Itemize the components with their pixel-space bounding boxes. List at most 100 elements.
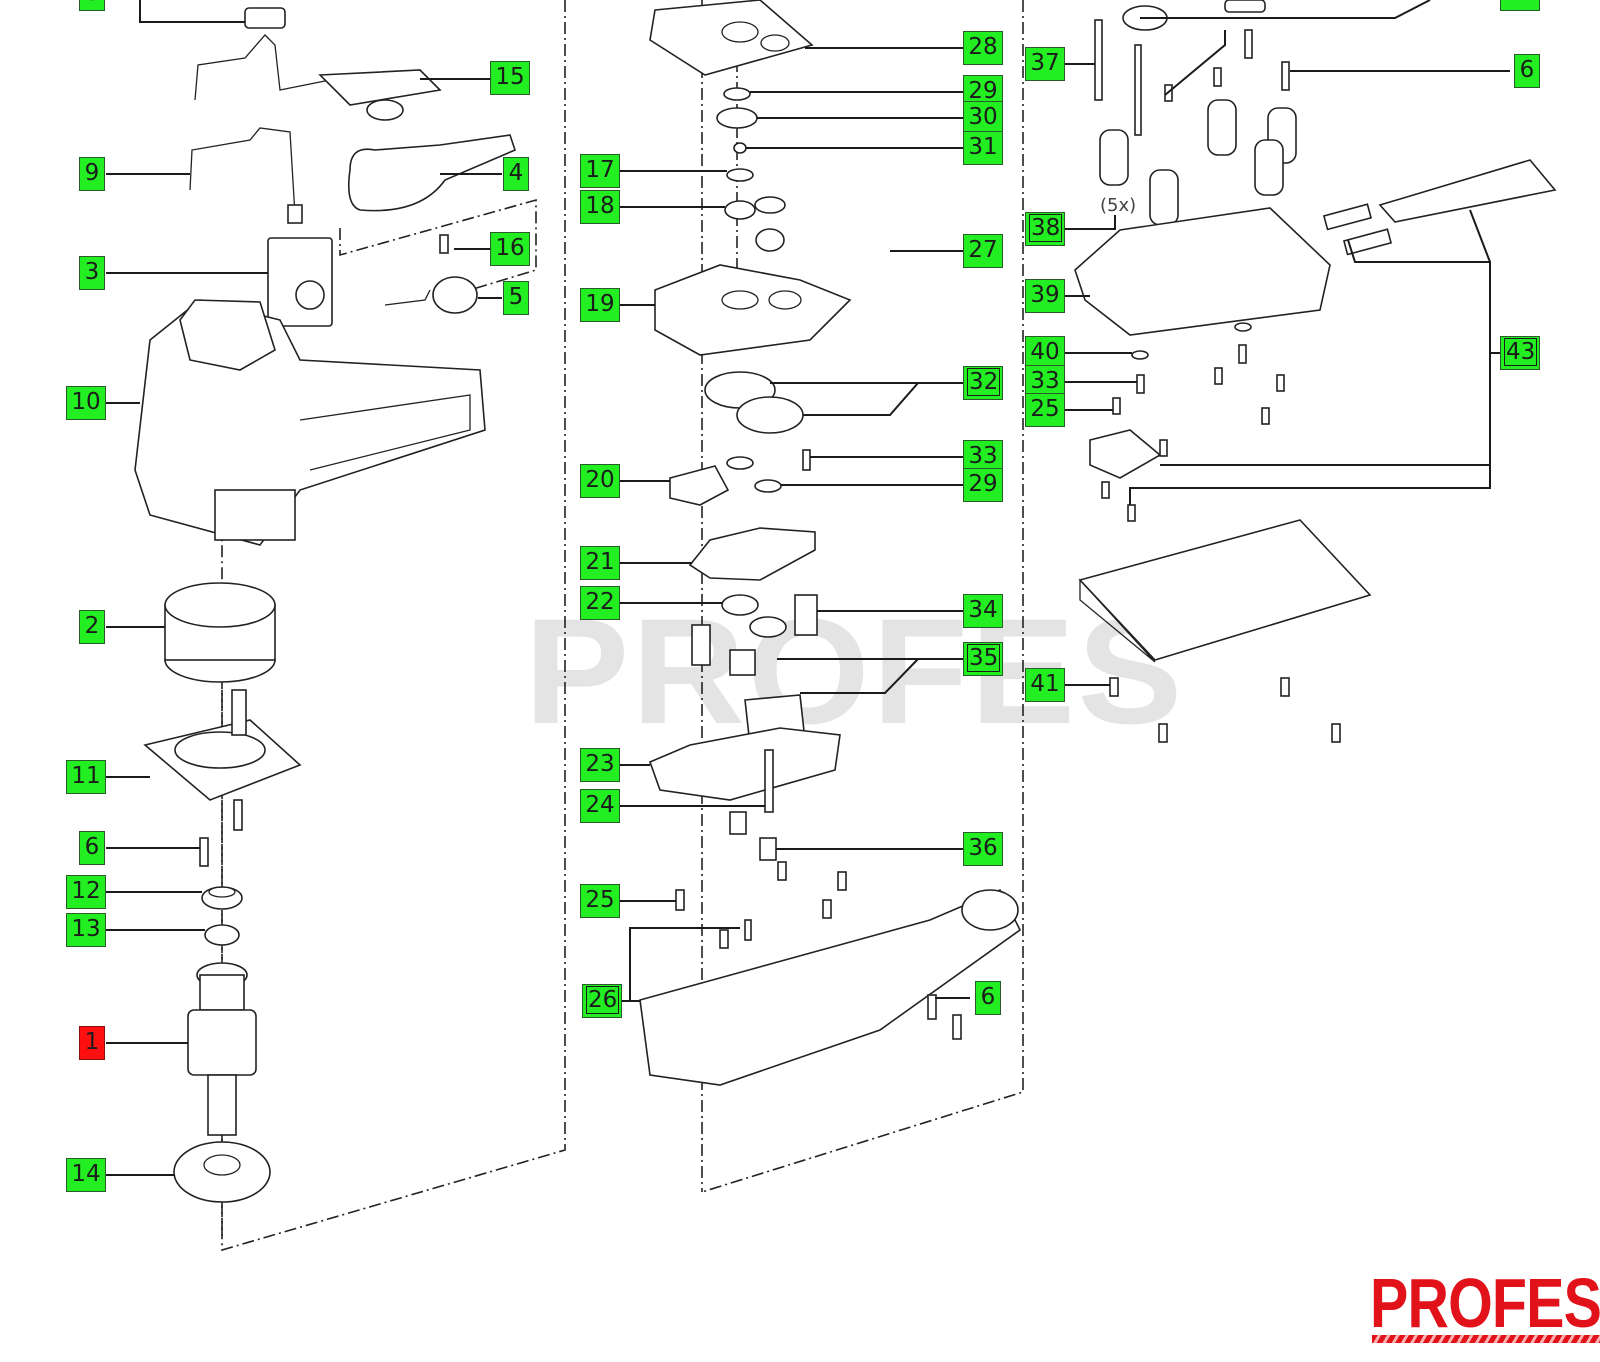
part-screws-25	[675, 861, 847, 949]
part-label-32[interactable]: 32	[963, 366, 1003, 400]
part-number: 14	[71, 1161, 101, 1187]
part-number: 28	[968, 34, 998, 60]
part-label-42[interactable]: 42	[1500, 0, 1540, 11]
part-bearing-13	[204, 924, 240, 946]
part-label-35[interactable]: 35	[963, 642, 1003, 676]
part-label-1[interactable]: 1	[79, 1026, 105, 1060]
part-number: 33	[968, 443, 998, 469]
part-label-26[interactable]: 26	[582, 984, 622, 1018]
part-label-12[interactable]: 12	[66, 875, 106, 909]
part-label-34[interactable]: 34	[963, 594, 1003, 628]
part-number: 25	[1030, 396, 1060, 422]
part-label-28[interactable]: 28	[963, 31, 1003, 65]
part-label-9[interactable]: 9	[79, 157, 105, 191]
guide-line-left	[221, 0, 566, 1252]
part-number: 4	[508, 160, 524, 186]
part-number: 5	[508, 284, 524, 310]
watermark: PROFES	[524, 587, 1185, 755]
part-label-2[interactable]: 2	[79, 610, 105, 644]
part-label-41[interactable]: 41	[1025, 668, 1065, 702]
part-number: 11	[71, 763, 101, 789]
part-label-25[interactable]: 25	[1025, 393, 1065, 427]
brand-logo-underline	[1372, 1335, 1600, 1343]
part-screws-37-6	[1094, 19, 1290, 136]
part-rotor-1	[187, 962, 257, 1136]
part-label-6[interactable]: 6	[975, 981, 1001, 1015]
part-label-40[interactable]: 40	[1025, 336, 1065, 370]
part-number: 29	[968, 78, 998, 104]
part-label-8[interactable]: 8	[79, 0, 105, 11]
part-number: 31	[968, 134, 998, 160]
part-label-38[interactable]: 38	[1025, 212, 1065, 246]
part-number: 27	[968, 237, 998, 263]
part-eccentric-32	[704, 371, 804, 434]
part-label-16[interactable]: 16	[490, 232, 530, 266]
part-label-18[interactable]: 18	[580, 190, 620, 224]
part-fan-guide-11	[143, 689, 302, 801]
part-stator-2	[164, 582, 276, 683]
part-number: 36	[968, 835, 998, 861]
part-lock-assembly-43	[1089, 159, 1557, 479]
part-number: 1	[84, 1029, 100, 1055]
part-label-5[interactable]: 5	[503, 281, 529, 315]
part-label-3[interactable]: 3	[79, 256, 105, 290]
part-cable-4	[347, 134, 516, 212]
part-base-housing-26	[639, 888, 1022, 1086]
part-label-39[interactable]: 39	[1025, 279, 1065, 313]
part-label-17[interactable]: 17	[580, 154, 620, 188]
part-label-36[interactable]: 36	[963, 832, 1003, 866]
part-number: 24	[585, 792, 615, 818]
part-label-6[interactable]: 6	[1514, 54, 1540, 88]
part-number: 8	[85, 0, 100, 6]
part-label-37[interactable]: 37	[1025, 47, 1065, 81]
part-label-23[interactable]: 23	[580, 748, 620, 782]
part-pad-holder-39	[1074, 207, 1331, 336]
part-gear-housing-19	[654, 264, 852, 356]
part-sanding-pad	[1078, 519, 1372, 663]
part-number: 42	[1505, 0, 1534, 6]
part-label-13[interactable]: 13	[66, 913, 106, 947]
part-bearing-12	[201, 886, 243, 910]
part-number: 18	[585, 193, 615, 219]
part-number: 26	[585, 986, 620, 1014]
part-number: 41	[1030, 671, 1060, 697]
part-label-24[interactable]: 24	[580, 789, 620, 823]
part-label-21[interactable]: 21	[580, 546, 620, 580]
part-plate-23	[648, 727, 841, 813]
part-number: 17	[585, 157, 615, 183]
part-number: 25	[585, 887, 615, 913]
part-small-screws-right	[1101, 322, 1285, 522]
part-label-4[interactable]: 4	[503, 157, 529, 191]
part-label-14[interactable]: 14	[66, 1158, 106, 1192]
part-number: 19	[585, 291, 615, 317]
part-label-31[interactable]: 31	[963, 131, 1003, 165]
part-label-29[interactable]: 29	[963, 468, 1003, 502]
part-electronics-15	[194, 34, 442, 121]
part-label-22[interactable]: 22	[580, 586, 620, 620]
part-label-43[interactable]: 43	[1500, 336, 1540, 370]
part-label-19[interactable]: 19	[580, 288, 620, 322]
part-screw-6-left	[199, 799, 243, 867]
part-number: 6	[84, 834, 100, 860]
part-switch-3	[267, 237, 333, 327]
part-number: 30	[968, 104, 998, 130]
part-number: 35	[966, 644, 1001, 672]
part-bearing-block-20	[669, 449, 811, 506]
part-strain-relief-5	[384, 234, 478, 314]
part-label-25[interactable]: 25	[580, 884, 620, 918]
part-number: 40	[1030, 339, 1060, 365]
part-label-6[interactable]: 6	[79, 831, 105, 865]
part-number: 32	[966, 368, 1001, 396]
part-number: 29	[968, 471, 998, 497]
part-label-10[interactable]: 10	[66, 386, 106, 420]
part-label-30[interactable]: 30	[963, 101, 1003, 135]
part-number: 12	[71, 878, 101, 904]
part-label-11[interactable]: 11	[66, 760, 106, 794]
part-number: 20	[585, 467, 615, 493]
part-number: 22	[585, 589, 615, 615]
part-label-15[interactable]: 15	[490, 61, 530, 95]
part-label-27[interactable]: 27	[963, 234, 1003, 268]
part-label-20[interactable]: 20	[580, 464, 620, 498]
part-number: 10	[71, 389, 101, 415]
